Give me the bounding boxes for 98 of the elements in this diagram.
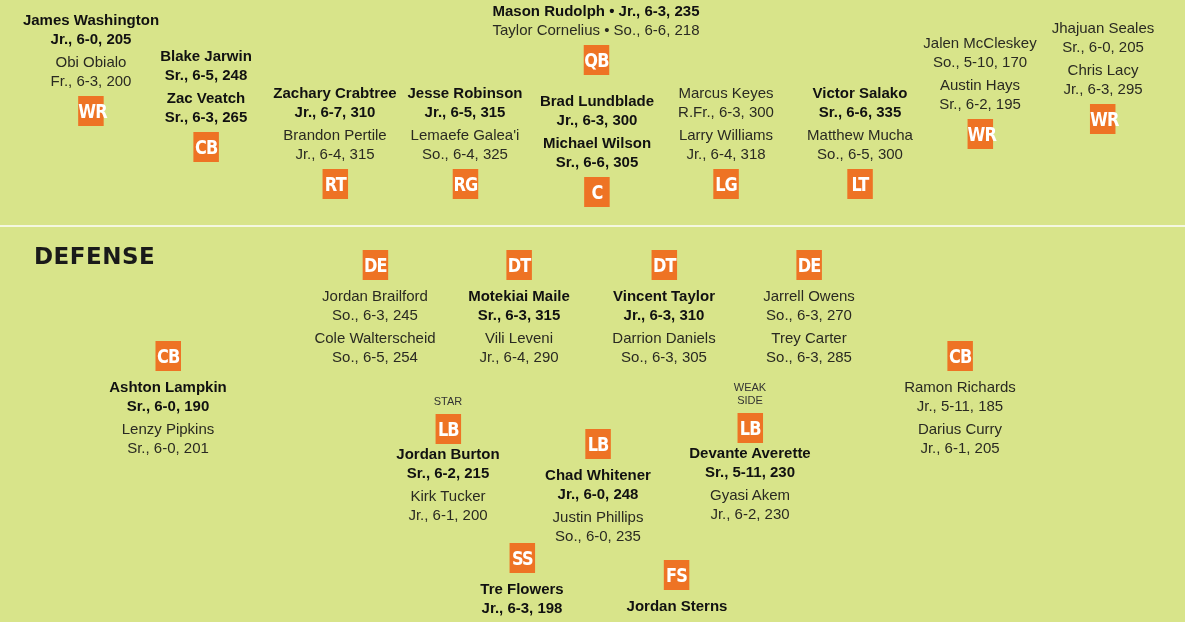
player-name: Michael Wilson <box>542 133 652 152</box>
player-name: Jesse Robinson <box>407 83 523 102</box>
position-badge: CB <box>155 341 181 371</box>
player-stats: So., 6-0, 235 <box>555 526 641 545</box>
player-stats: Jr., 6-0, 248 <box>557 484 639 503</box>
player-name: Justin Phillips <box>552 507 644 526</box>
position-badge: LB <box>435 414 461 444</box>
player-name: Brandon Pertile <box>283 125 387 144</box>
player-stats: So., 6-5, 300 <box>817 144 903 163</box>
position-badge: DT <box>506 250 532 280</box>
player-stats: Sr., 6-0, 205 <box>1062 37 1144 56</box>
player-name: Darrion Daniels <box>612 328 716 347</box>
position-badge: DE <box>796 250 822 280</box>
player-stats: Jr., 6-4, 315 <box>295 144 375 163</box>
player-name: Jordan Burton <box>396 444 500 463</box>
player-entry: Taylor Cornelius • So., 6-6, 218 <box>492 20 700 39</box>
player-name: Jarrell Owens <box>763 286 855 305</box>
player-stats: So., 6-3, 245 <box>332 305 418 324</box>
player-stats: Sr., 6-0, 190 <box>126 396 210 415</box>
player-stats: R.Fr., 6-3, 300 <box>678 102 774 121</box>
player-name: James Washington <box>22 10 160 29</box>
player-name: Jordan Sterns <box>626 596 728 615</box>
player-name: Gyasi Akem <box>710 485 790 504</box>
player-name: Devante Averette <box>689 443 811 462</box>
player-stats: Sr., 6-6, 305 <box>555 152 639 171</box>
player-stats: So., 6-3, 270 <box>766 305 852 324</box>
position-badge: LB <box>585 429 611 459</box>
player-stats: Sr., 6-5, 248 <box>164 65 248 84</box>
player-name: Motekiai Maile <box>468 286 570 305</box>
player-stats: Jr., 6-3, 300 <box>556 110 638 129</box>
player-name: Marcus Keyes <box>678 83 774 102</box>
position-badge: CB <box>193 132 219 162</box>
player-name: Chris Lacy <box>1067 60 1139 79</box>
player-name: Kirk Tucker <box>410 486 486 505</box>
player-name: Jhajuan Seales <box>1051 18 1155 37</box>
player-name: Vincent Taylor <box>613 286 715 305</box>
player-name: Zac Veatch <box>166 88 246 107</box>
position-badge: CB <box>947 341 973 371</box>
player-stats: Jr., 6-4, 318 <box>686 144 766 163</box>
player-stats: So., 6-3, 305 <box>621 347 707 366</box>
position-badge: LB <box>737 413 763 443</box>
player-name: Victor Salako <box>812 83 908 102</box>
player-stats: Jr., 6-3, 310 <box>623 305 705 324</box>
player-stats: Jr., 6-1, 200 <box>408 505 488 524</box>
player-stats: Jr., 6-3, 295 <box>1063 79 1143 98</box>
player-stats: Sr., 5-11, 230 <box>704 462 796 481</box>
player-name: Zachary Crabtree <box>273 83 397 102</box>
player-stats: Sr., 6-0, 201 <box>127 438 209 457</box>
player-stats: Sr., 6-2, 215 <box>406 463 490 482</box>
player-name: Obi Obialo <box>55 52 127 71</box>
player-name: Ashton Lampkin <box>109 377 227 396</box>
player-name: Blake Jarwin <box>160 46 252 65</box>
player-name: Austin Hays <box>939 75 1020 94</box>
player-name: Larry Williams <box>678 125 774 144</box>
player-stats: Jr., 5-11, 185 <box>916 396 1004 415</box>
player-name: Vili Leveni <box>484 328 554 347</box>
player-entry: Mason Rudolph • Jr., 6-3, 235 <box>492 1 700 20</box>
player-stats: Sr., 6-3, 265 <box>164 107 248 126</box>
position-note: STAR <box>432 395 464 408</box>
section-heading: DEFENSE <box>34 243 156 269</box>
position-badge: RT <box>322 169 348 199</box>
player-name: Brad Lundblade <box>539 91 655 110</box>
player-name: Lemaefe Galea'i <box>410 125 520 144</box>
player-stats: Sr., 6-3, 315 <box>477 305 561 324</box>
position-badge: RG <box>452 169 478 199</box>
player-stats: Fr., 6-3, 200 <box>50 71 132 90</box>
player-stats: Jr., 6-2, 230 <box>710 504 790 523</box>
player-name: Matthew Mucha <box>807 125 913 144</box>
player-stats: Jr., 6-0, 205 <box>50 29 132 48</box>
player-stats: Jr., 6-7, 310 <box>294 102 376 121</box>
player-name: Lenzy Pipkins <box>121 419 215 438</box>
player-stats: Sr., 6-6, 335 <box>818 102 902 121</box>
position-badge: C <box>584 177 610 207</box>
player-name: Chad Whitener <box>545 465 651 484</box>
player-name: Ramon Richards <box>904 377 1016 396</box>
position-badge: LG <box>713 169 739 199</box>
position-badge: QB <box>583 45 609 75</box>
player-stats: Jr., 6-1, 205 <box>920 438 1000 457</box>
position-badge: DT <box>651 250 677 280</box>
player-stats: Jr., 6-3, 198 <box>481 598 563 617</box>
position-badge: SS <box>509 543 535 573</box>
player-stats: Jr., 6-5, 315 <box>424 102 506 121</box>
player-stats: So., 6-5, 254 <box>332 347 418 366</box>
player-name: Trey Carter <box>771 328 847 347</box>
position-badge: FS <box>664 560 690 590</box>
player-name: Tre Flowers <box>480 579 564 598</box>
player-name: Cole Walterscheid <box>314 328 436 347</box>
player-stats: Jr., 6-4, 290 <box>479 347 559 366</box>
player-name: Jalen McCleskey <box>923 33 1037 52</box>
position-note: WEAK SIDE <box>732 381 768 407</box>
player-stats: So., 6-4, 325 <box>422 144 508 163</box>
player-stats: So., 6-3, 285 <box>766 347 852 366</box>
position-badge: LT <box>847 169 873 199</box>
position-badge: DE <box>362 250 388 280</box>
player-stats: So., 5-10, 170 <box>932 52 1028 71</box>
player-name: Jordan Brailford <box>322 286 428 305</box>
player-stats: Sr., 6-2, 195 <box>939 94 1021 113</box>
player-name: Darius Curry <box>917 419 1003 438</box>
